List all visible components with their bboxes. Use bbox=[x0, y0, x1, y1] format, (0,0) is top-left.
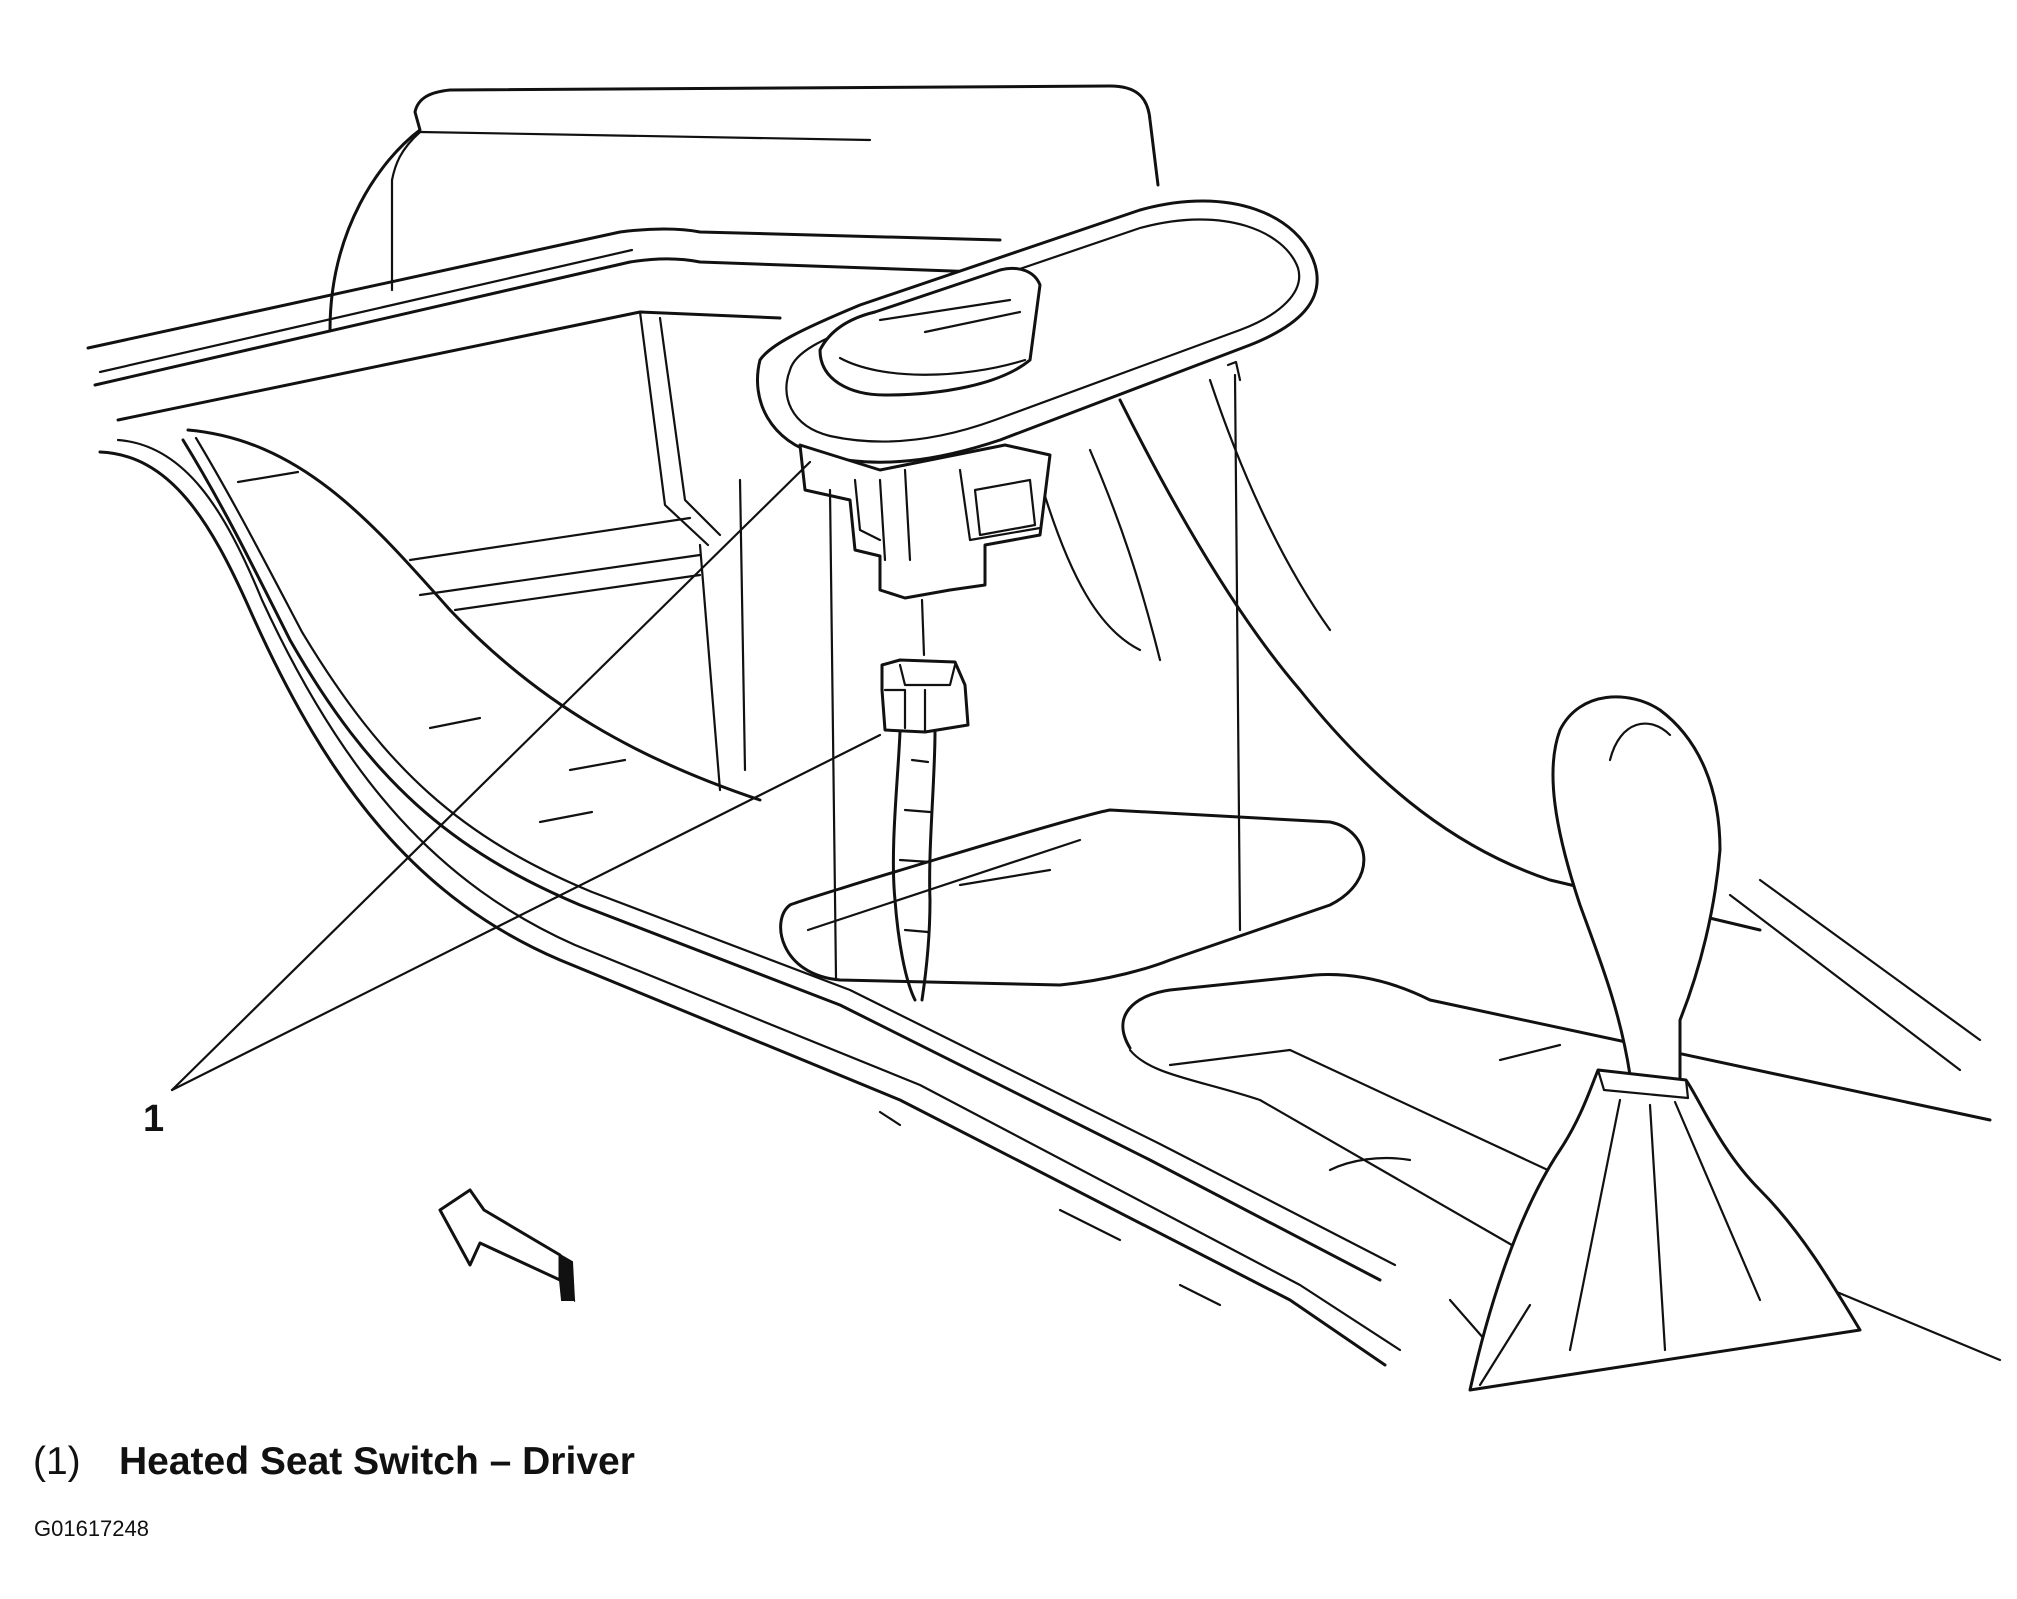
figure-id: G01617248 bbox=[34, 1516, 149, 1541]
callout-number: 1 bbox=[143, 1098, 165, 1140]
alignment-lines bbox=[828, 360, 1242, 980]
shifter-tray bbox=[1121, 878, 2002, 1382]
legend-label: Heated Seat Switch – Driver bbox=[119, 1440, 635, 1483]
gear-shifter bbox=[1468, 695, 1862, 1392]
switch-opening bbox=[779, 808, 1366, 987]
forward-arrow-icon bbox=[438, 1188, 576, 1303]
legend-number: (1) bbox=[33, 1440, 81, 1483]
harness-connector bbox=[880, 658, 970, 1002]
console-shell bbox=[98, 428, 1402, 1367]
switch-bezel bbox=[756, 199, 1319, 464]
switch-body bbox=[798, 443, 1052, 600]
console-side-panel bbox=[1038, 378, 1762, 932]
legend-item: (1) Heated Seat Switch – Driver bbox=[33, 1440, 635, 1484]
rear-seat-back bbox=[328, 84, 1160, 332]
callout-leaders bbox=[170, 460, 882, 1092]
console-tray bbox=[86, 227, 1002, 824]
